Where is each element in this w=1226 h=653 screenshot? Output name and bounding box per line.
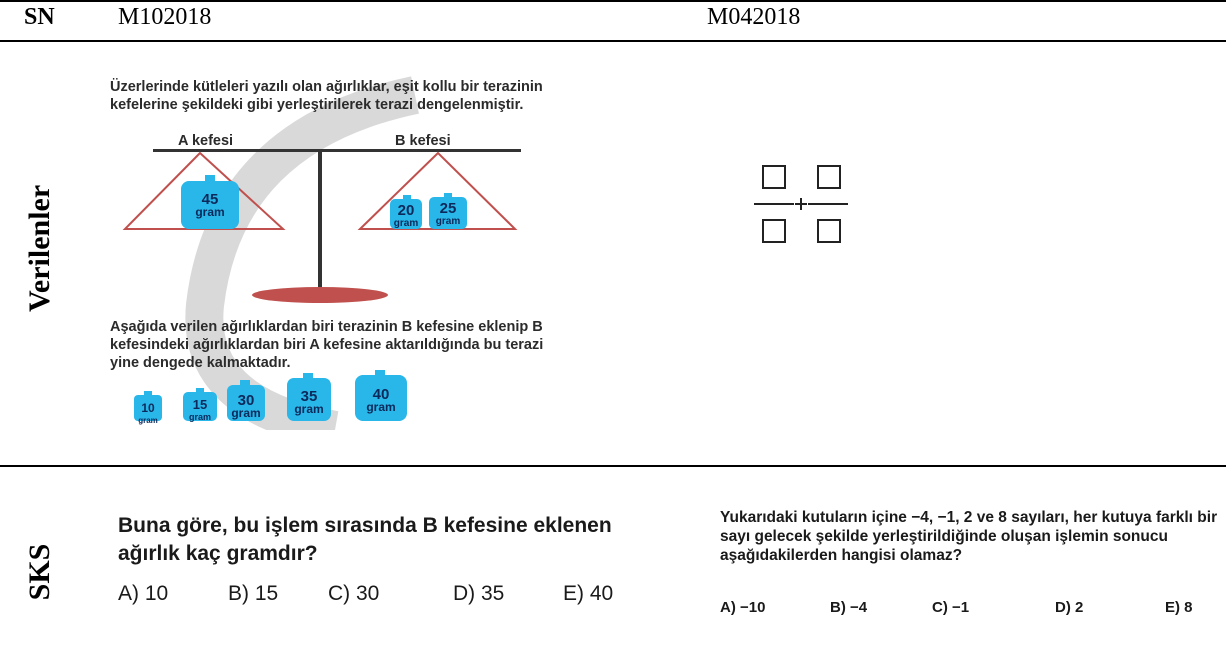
numerator-box-1 (762, 165, 786, 189)
scale-base (252, 287, 388, 303)
candidate-35-label: 35 gram (287, 388, 331, 416)
weight-number: 25 (439, 200, 457, 217)
candidate-15-label: 15 gram (183, 398, 217, 423)
denominator-box-1 (762, 219, 786, 243)
row-label-verilenler: Verilenler (23, 184, 56, 312)
weight-knob (205, 175, 215, 182)
weight-45 (181, 181, 239, 229)
weight-unit: gram (435, 216, 461, 227)
scale-beam (153, 149, 521, 152)
numerator-box-2 (817, 165, 841, 189)
table-top-rule (0, 0, 1226, 2)
denominator-box-2 (817, 219, 841, 243)
q2-option-d[interactable]: D) 2 (1055, 599, 1084, 616)
weight-knob (240, 380, 250, 387)
weight-45-label: 45 gram (181, 191, 239, 219)
fraction-boxes-figure (754, 165, 848, 243)
weight-number: 30 (237, 392, 255, 409)
weight-unit: gram (138, 416, 158, 425)
balance-scale-figure (122, 76, 521, 430)
weight-number: 15 (192, 397, 208, 412)
q2-option-c[interactable]: C) −1 (932, 599, 970, 616)
q1-option-e[interactable]: E) 40 (563, 582, 614, 605)
weight-number: 35 (300, 388, 318, 405)
q1-option-b[interactable]: B) 15 (228, 582, 279, 605)
q2-question: Yukarıdaki kutuların içine −4, −1, 2 ve … (720, 509, 1218, 564)
weight-number: 40 (372, 386, 390, 403)
weight-knob (303, 373, 313, 380)
candidate-15 (183, 392, 217, 421)
q1-instruction-text: Aşağıda verilen ağırlıklardan biri teraz… (110, 319, 544, 371)
weight-20 (390, 199, 422, 229)
weight-25 (429, 197, 467, 229)
header-col2: M042018 (707, 4, 801, 30)
q2-option-a[interactable]: A) −10 (720, 599, 766, 616)
candidate-30-label: 30 gram (227, 392, 265, 420)
header-sn: SN (24, 4, 55, 30)
table-header-rule (0, 40, 1226, 42)
weight-20-label: 20 gram (390, 202, 422, 229)
q2-option-b[interactable]: B) −4 (830, 599, 868, 616)
candidate-10 (134, 395, 162, 421)
weight-knob (196, 388, 204, 394)
weight-unit: gram (366, 400, 396, 414)
q1-option-a[interactable]: A) 10 (118, 582, 169, 605)
weight-unit: gram (231, 406, 261, 420)
candidate-10-label: 10 gram (134, 401, 162, 426)
weight-number: 10 (141, 401, 155, 415)
weight-unit: gram (294, 402, 324, 416)
candidate-35 (287, 378, 331, 421)
weight-number: 20 (397, 202, 415, 219)
pan-b-label: B kefesi (395, 133, 451, 149)
row-label-sks: SKS (23, 543, 56, 601)
weight-knob (444, 193, 452, 198)
weight-unit: gram (393, 218, 419, 229)
weight-knob (144, 391, 152, 397)
weight-25-label: 25 gram (429, 200, 467, 227)
scale-post (318, 151, 322, 293)
weight-number: 45 (201, 191, 219, 208)
table-row-rule (0, 465, 1226, 467)
q1-intro-text: Üzerlerinde kütleleri yazılı olan ağırlı… (110, 79, 543, 113)
weight-unit: gram (195, 205, 225, 219)
pan-a-label: A kefesi (178, 133, 234, 149)
weight-knob (403, 195, 411, 200)
candidate-30 (227, 385, 265, 421)
weight-unit: gram (188, 412, 211, 422)
candidate-40-label: 40 gram (355, 386, 407, 414)
q2-option-e[interactable]: E) 8 (1165, 599, 1193, 616)
weight-knob (375, 370, 385, 377)
header-col1: M102018 (118, 4, 212, 30)
candidate-40 (355, 375, 407, 421)
q1-option-c[interactable]: C) 30 (328, 582, 380, 605)
q1-question: Buna göre, bu işlem sırasında B kefesine… (118, 514, 612, 565)
q1-option-d[interactable]: D) 35 (453, 582, 505, 605)
